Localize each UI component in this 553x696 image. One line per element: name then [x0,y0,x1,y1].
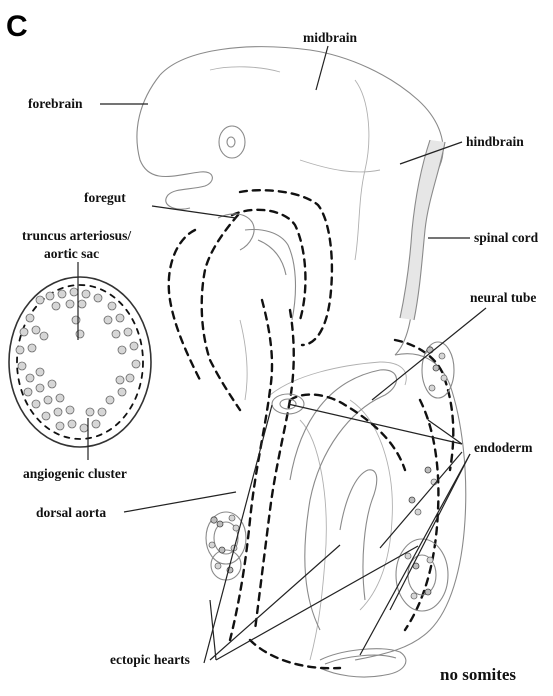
aortic-sac-inset [9,277,151,447]
head-outline [137,47,445,355]
label-spinal-cord: spinal cord [474,230,539,245]
label-hindbrain: hindbrain [466,134,524,149]
label-forebrain: forebrain [28,96,83,111]
label-no-somites: no somites [440,665,516,684]
label-truncus-line1: truncus arteriosus/ [22,228,131,243]
label-truncus-line2: aortic sac [44,246,99,261]
label-neural-tube: neural tube [470,290,536,305]
optic-vesicle [219,126,245,158]
panel-letter: C [6,10,28,43]
label-angiogenic-cluster: angiogenic cluster [23,466,127,481]
label-midbrain: midbrain [303,30,358,45]
labels: midbrain forebrain hindbrain foregut tru… [22,30,539,684]
label-foregut: foregut [84,190,126,205]
label-endoderm: endoderm [474,440,533,455]
label-dorsal-aorta: dorsal aorta [36,505,106,520]
label-ectopic-hearts: ectopic hearts [110,652,190,667]
